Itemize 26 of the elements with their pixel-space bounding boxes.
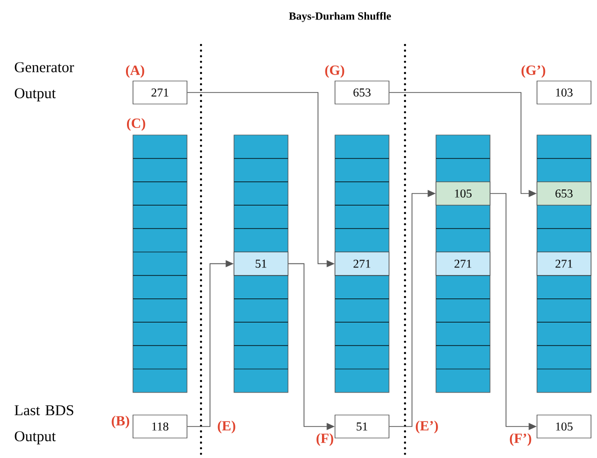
value-box: 653: [334, 80, 390, 104]
step-letter: (G’): [522, 65, 546, 78]
step-letter: (E): [218, 420, 236, 434]
step-letter: (A): [126, 65, 144, 78]
value-box: 118: [132, 414, 188, 438]
step-letter: (B): [112, 416, 130, 428]
step-letter: (C): [126, 118, 146, 131]
title: Bays-Durham Shuffle: [289, 12, 391, 22]
step-letter: (F’): [510, 433, 532, 446]
value-box: 103: [536, 80, 592, 104]
value-box: 51: [334, 414, 390, 438]
stack-cell: 271: [536, 252, 592, 276]
stack-cell: 51: [234, 252, 288, 276]
stack-cell: 653: [536, 182, 592, 206]
stack-cell: 105: [436, 182, 490, 206]
stack-cell: 271: [436, 252, 490, 276]
value-box: 271: [132, 80, 188, 104]
value-box: 105: [536, 414, 592, 438]
stack-cell: 271: [334, 252, 390, 276]
row-label: Generator Output: [14, 62, 74, 102]
row-label: Last BDS Output: [14, 405, 74, 444]
memory-stack: [334, 134, 390, 393]
step-letter: (G): [325, 65, 344, 78]
memory-stack: [132, 134, 188, 393]
step-letter: (E’): [416, 420, 438, 434]
step-letter: (F): [316, 433, 334, 446]
